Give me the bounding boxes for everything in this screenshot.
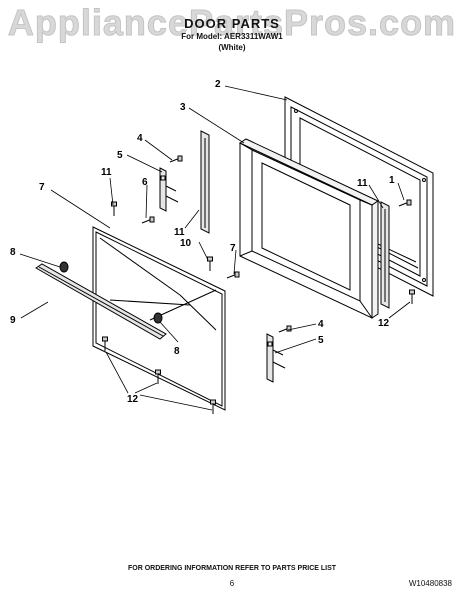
callout-1: 1: [389, 175, 395, 186]
page-number: 6: [229, 579, 235, 588]
screw: [278, 325, 292, 333]
model-line: For Model: AER3311WAW1: [181, 32, 283, 41]
page-title: DOOR PARTS: [184, 16, 280, 31]
screw: [409, 289, 415, 304]
callout-10: 10: [180, 238, 192, 249]
callout-8-left: 8: [10, 247, 16, 258]
watermark-logo: AppliancePartsPros.com: [7, 2, 457, 44]
callout-7-upper: 7: [39, 182, 45, 193]
leader-lines: [19, 85, 411, 411]
callout-12-right: 12: [378, 318, 390, 329]
callout-5-upper: 5: [117, 150, 123, 161]
insulation-strip-right: [380, 201, 390, 309]
callout-7-lower: 7: [230, 243, 236, 254]
callout-11-upper-left: 11: [101, 167, 112, 178]
screw: [398, 199, 412, 207]
screw: [210, 399, 216, 414]
callout-11-strip: 11: [174, 227, 185, 238]
screw: [102, 336, 108, 351]
ordering-note: FOR ORDERING INFORMATION REFER TO PARTS …: [127, 565, 337, 572]
screw: [155, 369, 161, 384]
insulation-strip-left: [200, 130, 210, 234]
screw: [207, 256, 213, 271]
callout-2: 2: [215, 79, 221, 90]
screw: [226, 271, 240, 279]
hinge-lower: [266, 333, 286, 383]
callout-9: 9: [10, 315, 16, 326]
callout-5-lower: 5: [318, 335, 324, 346]
screw: [141, 216, 155, 224]
screw: [169, 155, 183, 163]
document-number: W10480838: [408, 579, 452, 588]
hinge-upper: [159, 167, 179, 212]
door-handle: [35, 261, 167, 340]
callout-4-lower: 4: [318, 319, 324, 330]
callout-6: 6: [142, 177, 148, 188]
callout-8-right: 8: [174, 346, 180, 357]
callout-4-upper: 4: [137, 133, 143, 144]
callout-12-bottom: 12: [127, 394, 139, 405]
screw: [111, 201, 117, 216]
callout-labels: 1 2 3 4 5 11 6 7 11 10 7 11 8 9 8 4 5 12…: [10, 79, 395, 405]
color-note: (White): [218, 43, 246, 52]
door-frame: [238, 138, 380, 319]
callout-3: 3: [180, 102, 186, 113]
screws: [102, 155, 415, 414]
callout-11-right: 11: [357, 178, 368, 189]
